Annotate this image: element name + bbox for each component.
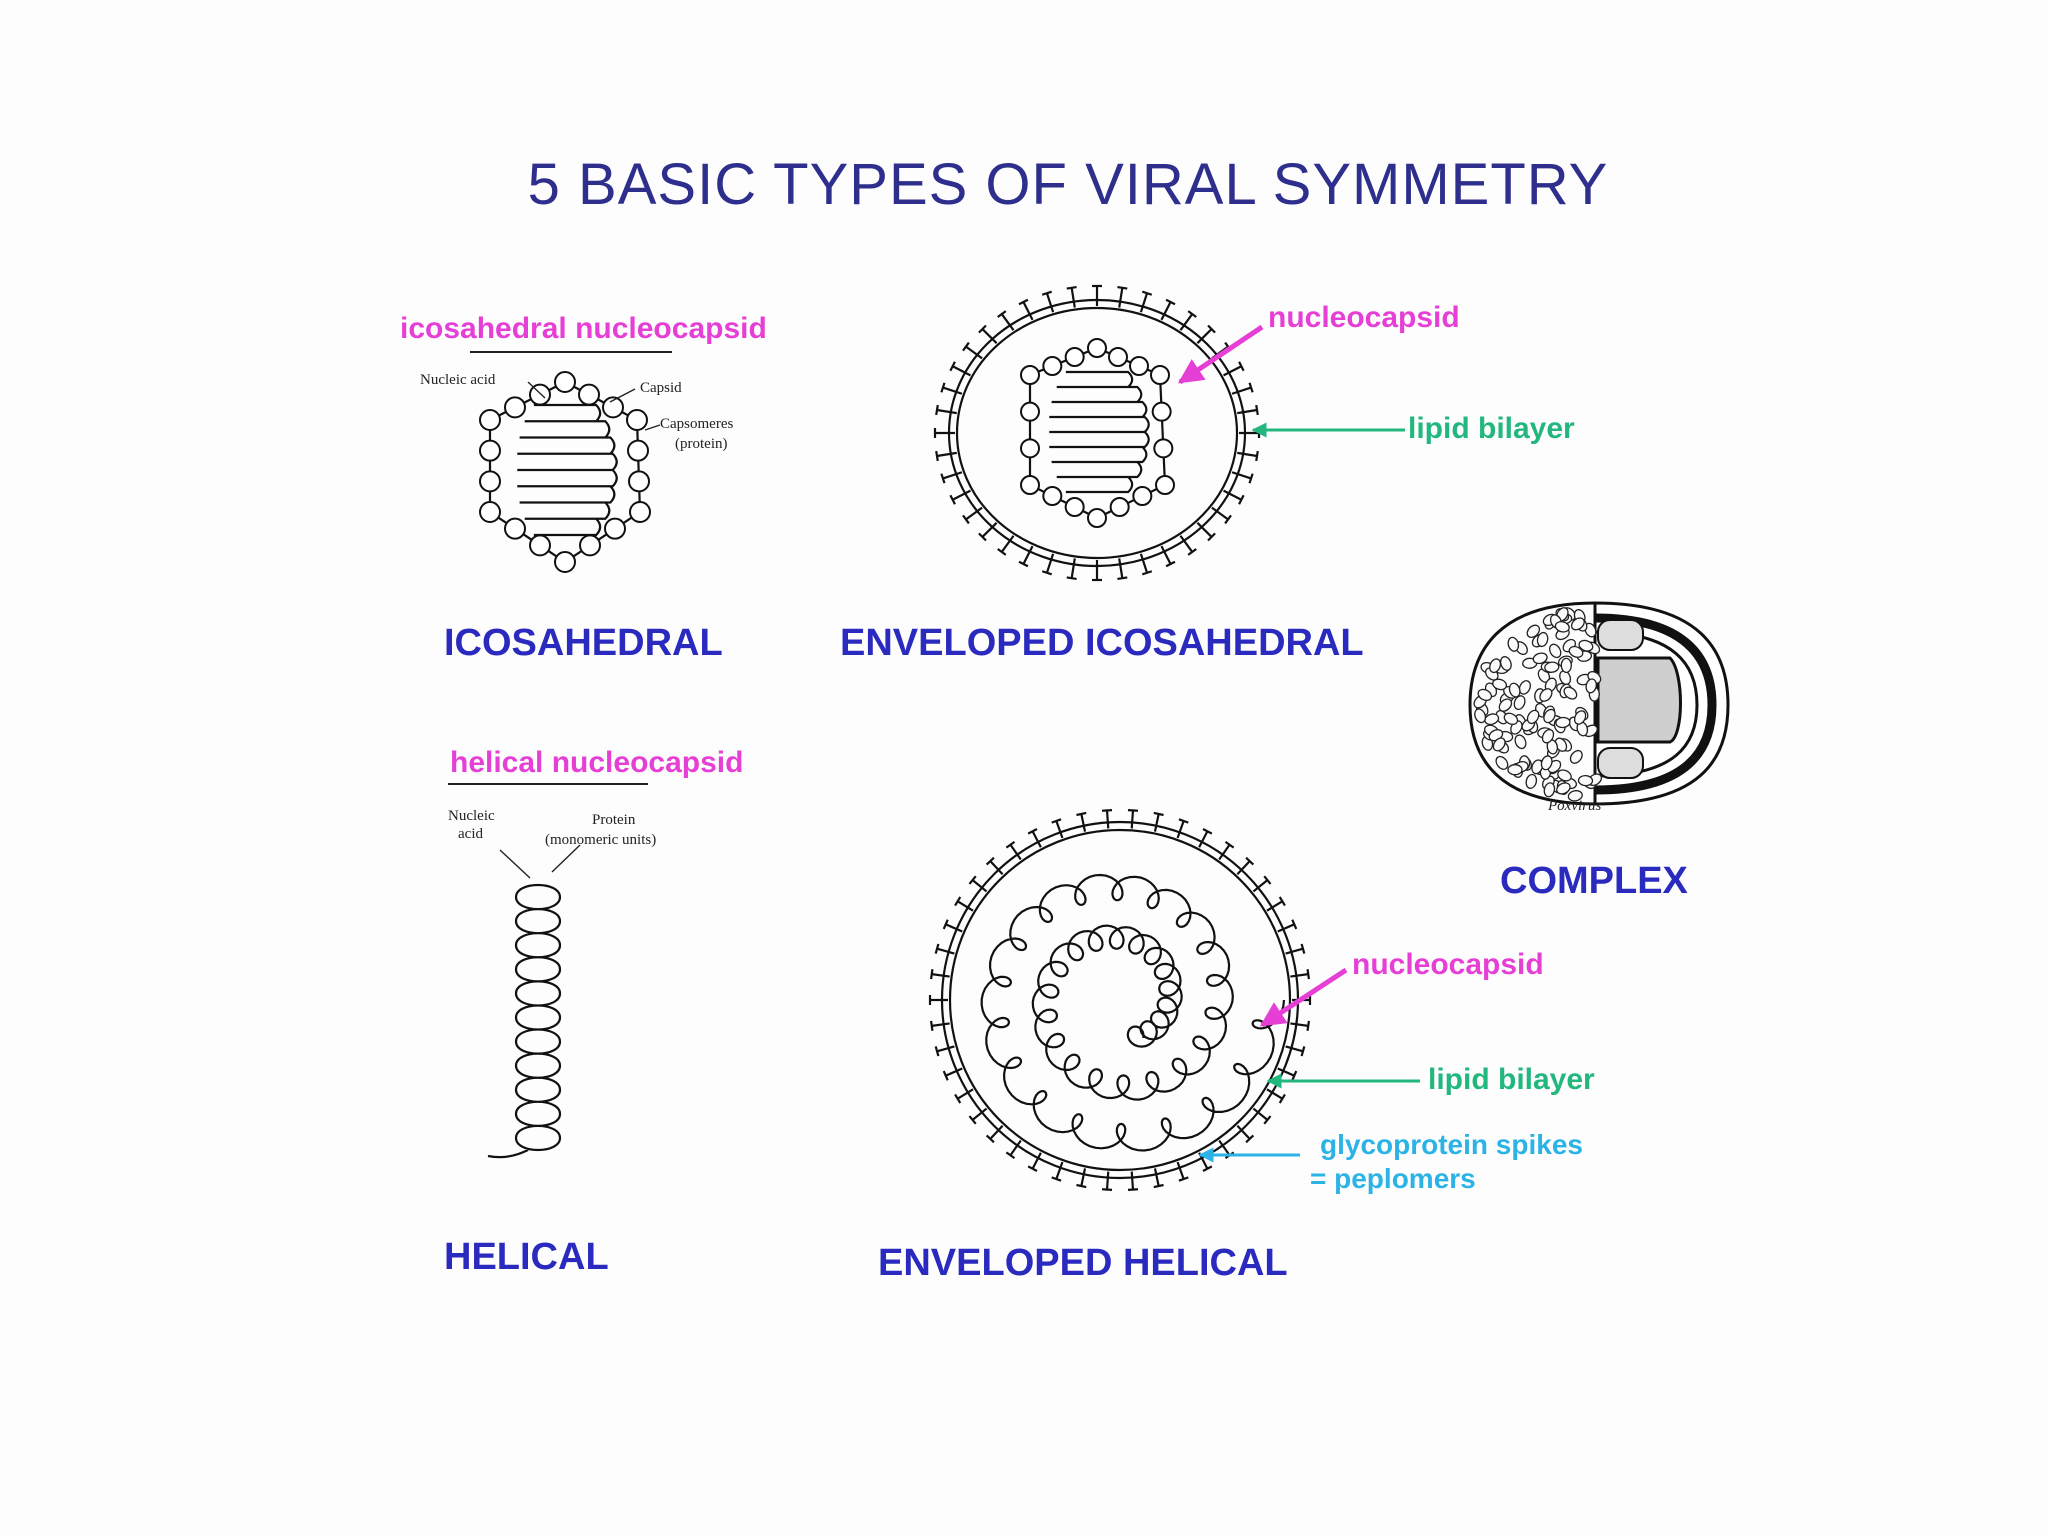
helical-caption: HELICAL bbox=[444, 1238, 609, 1276]
protein-label: Protein bbox=[592, 812, 635, 829]
capsomeres-label: Capsomeres bbox=[660, 416, 733, 433]
enveloped-icosahedral-caption: ENVELOPED ICOSAHEDRAL bbox=[840, 624, 1364, 662]
lipid-bilayer-label-helical: lipid bilayer bbox=[1428, 1065, 1595, 1095]
enveloped-helical-caption: ENVELOPED HELICAL bbox=[878, 1244, 1288, 1282]
nucleic-acid-label: Nucleic acid bbox=[420, 372, 495, 389]
capsomeres-note: (protein) bbox=[675, 436, 727, 453]
protein-note: (monomeric units) bbox=[545, 832, 656, 849]
icosahedral-caption: ICOSAHEDRAL bbox=[444, 624, 723, 662]
peplomers-label: = peplomers bbox=[1310, 1162, 1476, 1196]
nucleocapsid-label-icosahedral: nucleocapsid bbox=[1268, 303, 1460, 333]
lipid-bilayer-label-icosahedral: lipid bilayer bbox=[1408, 414, 1575, 444]
complex-caption: COMPLEX bbox=[1500, 862, 1688, 900]
helical-nucleocapsid-label: helical nucleocapsid bbox=[450, 748, 743, 778]
helical-nucleic-acid-label-2: acid bbox=[458, 826, 483, 843]
glycoprotein-spikes-label: glycoprotein spikes bbox=[1320, 1128, 1583, 1162]
nucleocapsid-label-helical: nucleocapsid bbox=[1352, 950, 1544, 980]
icosahedral-nucleocapsid-label: icosahedral nucleocapsid bbox=[400, 314, 767, 344]
helical-nucleic-acid-label-1: Nucleic bbox=[448, 808, 495, 825]
capsid-label: Capsid bbox=[640, 380, 682, 397]
poxvirus-label: Poxvirus bbox=[1548, 798, 1601, 815]
complex-poxvirus-drawing bbox=[1470, 603, 1728, 804]
